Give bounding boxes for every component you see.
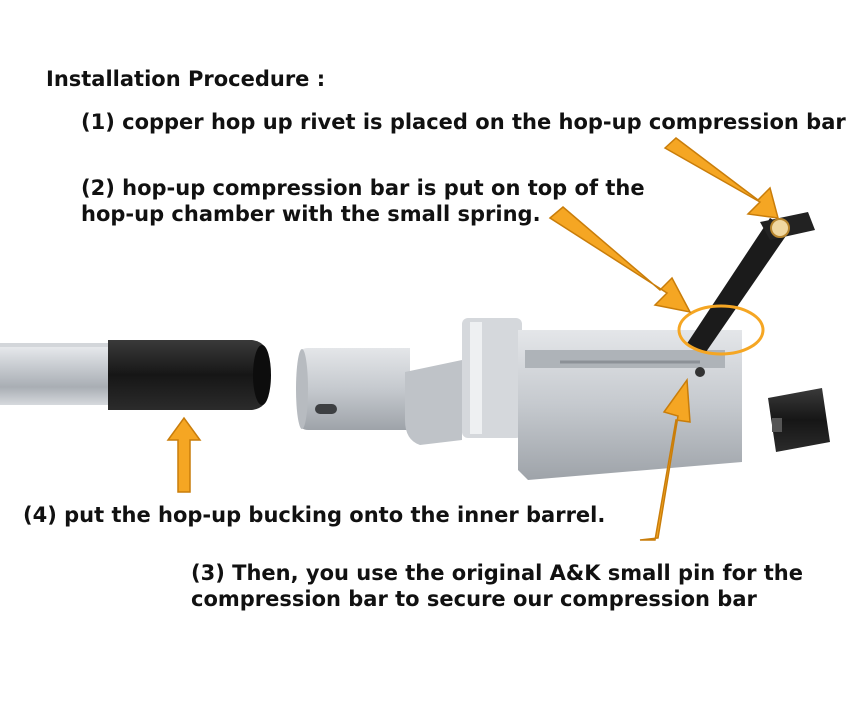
hop-up-bucking [108,340,271,410]
page-title: Installation Procedure : [46,67,326,91]
arrow-icon [548,206,692,314]
arrow-icon [663,137,780,219]
arrow-icon [166,416,202,493]
step-4-caption: (4) put the hop-up bucking onto the inne… [23,502,605,528]
step-3-caption: (3) Then, you use the original A&K small… [191,560,803,612]
compression-bar [686,212,815,352]
step-2-line-2: hop-up chamber with the small spring. [81,202,541,226]
step-1-caption: (1) copper hop up rivet is placed on the… [81,109,846,135]
step-2-line-1: (2) hop-up compression bar is put on top… [81,176,645,200]
step-4-line: (4) put the hop-up bucking onto the inne… [23,503,606,527]
arrow-icon [639,377,691,541]
step-3-line-1: (3) Then, you use the original A&K small… [191,561,804,585]
end-cap-part [768,388,830,452]
step-1-line: (1) copper hop up rivet is placed on the… [81,110,846,134]
hop-up-chamber [296,318,742,480]
step-3-line-2: compression bar to secure our compressio… [191,587,757,611]
highlight-circle-icon [677,304,765,356]
step-2-caption: (2) hop-up compression bar is put on top… [81,175,645,227]
